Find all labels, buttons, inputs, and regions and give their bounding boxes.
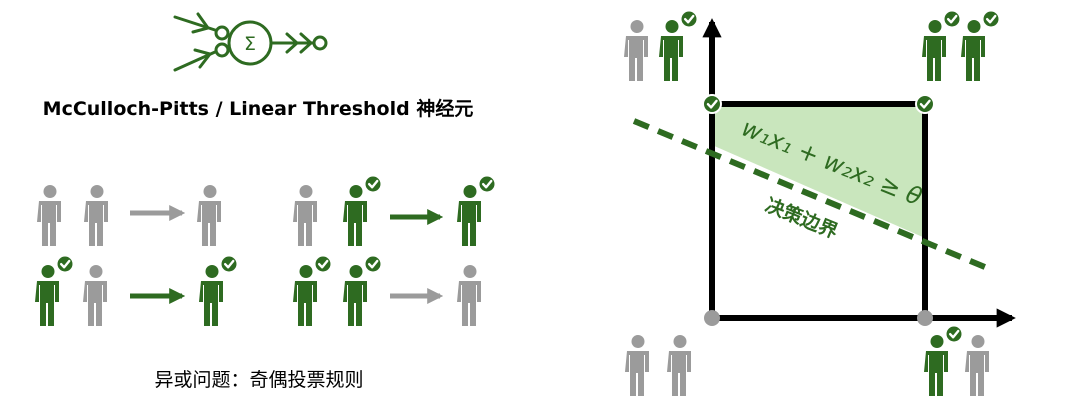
xor-rule-row	[35, 254, 239, 326]
voter-no-icon	[965, 335, 989, 396]
voter-no-icon	[84, 185, 108, 246]
voter-yes-icon	[961, 20, 985, 81]
voter-yes-icon	[343, 185, 367, 246]
neuron-title: McCulloch-Pitts / Linear Threshold 神经元	[43, 97, 474, 120]
checkmark-icon	[363, 174, 383, 194]
voter-no-icon	[457, 265, 481, 326]
checkmark-icon	[477, 174, 497, 194]
xor-rule-row	[293, 254, 481, 326]
xor-rule-row	[293, 174, 497, 246]
decision-boundary	[632, 118, 994, 273]
checkmark-icon	[942, 9, 962, 29]
corner-point-bottom-left	[704, 310, 720, 326]
voter-yes-icon	[659, 20, 683, 81]
voter-yes-icon	[35, 265, 59, 326]
corner-voters-top-right	[922, 9, 1001, 81]
checkmark-icon	[219, 254, 239, 274]
voter-no-icon	[197, 185, 221, 246]
neuron-icon	[173, 12, 328, 72]
voter-yes-icon	[293, 265, 317, 326]
decision-plot	[632, 18, 1016, 328]
voter-yes-icon	[457, 185, 481, 246]
xor-rule-row	[37, 185, 221, 246]
voter-no-icon	[625, 335, 649, 396]
voter-no-icon	[37, 185, 61, 246]
corner-voters-top-left	[624, 9, 699, 81]
checkmark-icon	[981, 9, 1001, 29]
checkmark-icon	[915, 94, 935, 114]
threshold-region	[712, 104, 925, 238]
checkmark-icon	[313, 254, 333, 274]
xor-rules-panel	[35, 174, 497, 326]
voter-no-icon	[83, 265, 107, 326]
checkmark-icon	[944, 324, 964, 344]
voter-yes-icon	[922, 20, 946, 81]
checkmark-icon	[702, 94, 722, 114]
voter-yes-icon	[343, 265, 367, 326]
checkmark-icon	[679, 9, 699, 29]
sigma-symbol: Σ	[244, 33, 256, 55]
corner-voters-bottom-right	[924, 324, 989, 396]
voter-yes-icon	[199, 265, 223, 326]
xor-caption: 异或问题：奇偶投票规则	[154, 369, 363, 391]
voter-yes-icon	[924, 335, 948, 396]
voter-no-icon	[624, 20, 648, 81]
corner-point-bottom-right	[917, 310, 933, 326]
checkmark-icon	[363, 254, 383, 274]
voter-no-icon	[667, 335, 691, 396]
corner-voters-bottom-left	[625, 335, 691, 396]
checkmark-icon	[55, 254, 75, 274]
voter-no-icon	[293, 185, 317, 246]
